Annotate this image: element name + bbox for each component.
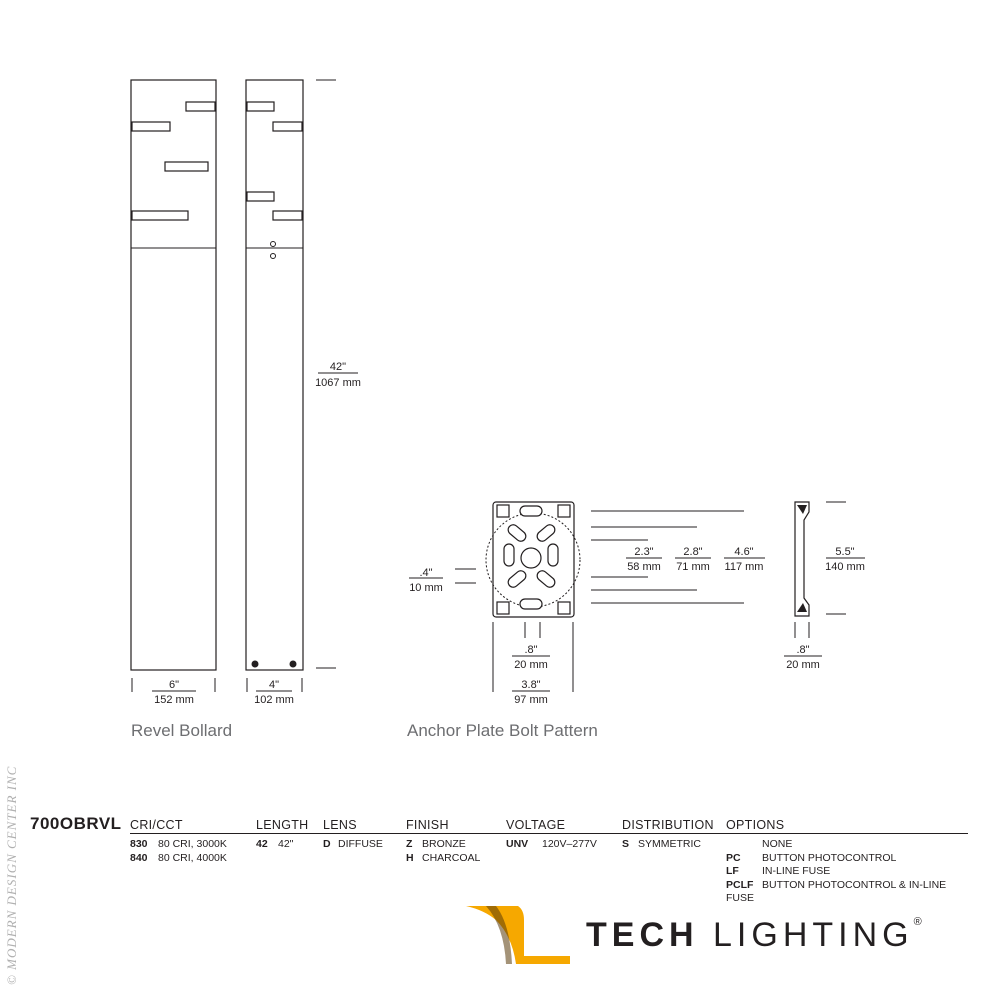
plate-width-mm: 97 mm <box>514 694 548 706</box>
profile-section: 5.5" 140 mm .8" 20 mm <box>784 501 865 671</box>
plate-span-in: 4.6" <box>734 546 753 558</box>
spec-header: OPTIONS <box>726 818 785 832</box>
anchor-plate <box>485 501 581 618</box>
profile-depth-in: .8" <box>796 644 809 656</box>
registered-mark: ® <box>913 916 922 928</box>
side-width-dimension: 4" 102 mm <box>246 678 303 706</box>
bollard-front-view <box>130 79 217 671</box>
bollard-side-view <box>245 79 304 671</box>
spec-header: FINISH <box>406 818 449 832</box>
front-width-mm: 152 mm <box>154 694 194 706</box>
watermark: © MODERN DESIGN CENTER INC <box>4 765 19 985</box>
plate-bottom-dimensions: .8" 20 mm 3.8" 97 mm <box>492 622 574 706</box>
height-in: 42" <box>330 361 346 373</box>
offset-dimension: .4" 10 mm <box>409 567 476 594</box>
slot-a-in: 2.3" <box>634 546 653 558</box>
bolt-center-mm: 20 mm <box>514 659 548 671</box>
bollard-caption: Revel Bollard <box>131 721 232 740</box>
profile-depth-mm: 20 mm <box>786 659 820 671</box>
spec-header: VOLTAGE <box>506 818 566 832</box>
plate-width-in: 3.8" <box>521 679 540 691</box>
slot-b-in: 2.8" <box>683 546 702 558</box>
side-width-in: 4" <box>269 679 279 691</box>
logo-mark-icon <box>466 906 570 964</box>
plate-height-in: 5.5" <box>835 546 854 558</box>
plate-height-mm: 140 mm <box>825 561 865 573</box>
brand-name: TECH LIGHTING® <box>586 916 922 955</box>
height-mm: 1067 mm <box>315 377 361 389</box>
front-width-dimension: 6" 152 mm <box>131 678 216 706</box>
plate-leaders: 2.3" 58 mm 2.8" 71 mm 4.6" 117 mm <box>591 510 765 604</box>
anchor-caption: Anchor Plate Bolt Pattern <box>407 721 598 740</box>
brand-word-tech: TECH <box>586 916 699 954</box>
bolt-center-in: .8" <box>524 644 537 656</box>
spec-header: LENS <box>323 818 357 832</box>
spec-divider <box>130 833 968 834</box>
slot-b-mm: 71 mm <box>676 561 710 573</box>
spec-header: LENGTH <box>256 818 309 832</box>
slot-a-mm: 58 mm <box>627 561 661 573</box>
offset-in: .4" <box>419 567 432 579</box>
brand-word-lighting: LIGHTING <box>713 916 914 954</box>
spec-row: NONE <box>762 838 793 850</box>
front-width-in: 6" <box>169 679 179 691</box>
offset-mm: 10 mm <box>409 582 443 594</box>
side-width-mm: 102 mm <box>254 694 294 706</box>
plate-span-mm: 117 mm <box>725 561 764 573</box>
spec-header: DISTRIBUTION <box>622 818 714 832</box>
tech-lighting-logo: TECH LIGHTING® <box>466 906 976 968</box>
model-number: 700OBRVL <box>30 814 122 833</box>
height-dimension: 42" 1067 mm <box>315 79 361 669</box>
spec-header: CRI/CCT <box>130 818 183 832</box>
